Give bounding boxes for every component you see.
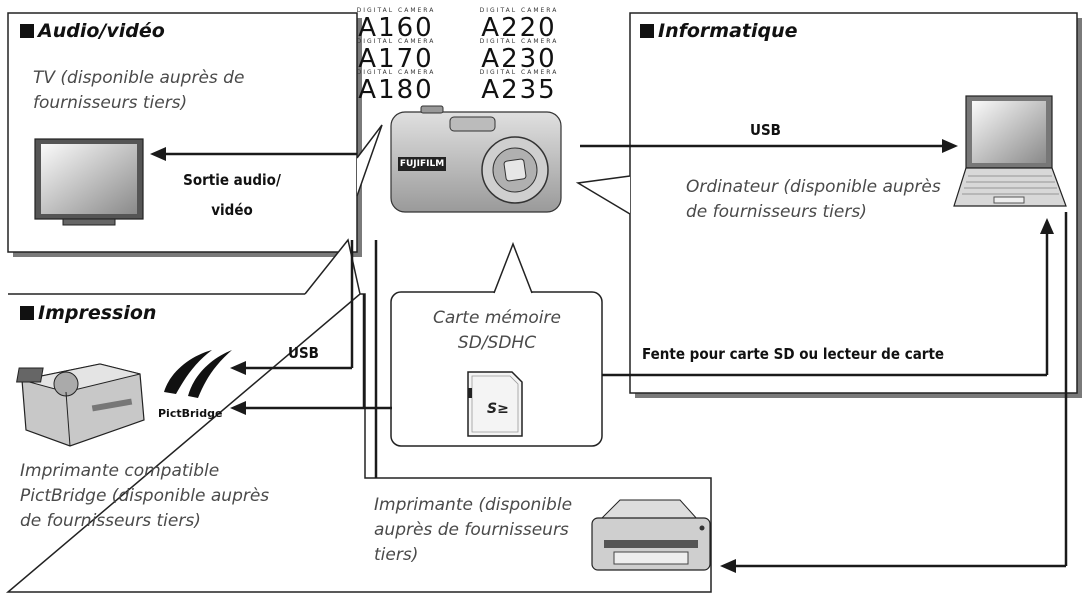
laptop-icon: [953, 95, 1067, 207]
computer-usb-label: USB: [750, 121, 781, 139]
printer-usb-label: USB: [288, 344, 319, 362]
impression-heading: Impression: [20, 302, 156, 324]
inkjet-printer-icon: [591, 499, 711, 571]
wires: [160, 144, 1068, 568]
section-marker: [20, 306, 34, 320]
computer-caption: Ordinateur (disponible auprès de fournis…: [686, 177, 941, 222]
tv-caption: TV (disponible auprès de fournisseurs ti…: [33, 68, 245, 113]
audio-video-heading: Audio/vidéo: [20, 20, 165, 42]
informatique-callout-tail: [575, 175, 631, 215]
pictbridge-printer-icon: [16, 363, 145, 447]
sd-card-logo: S≥: [487, 401, 509, 417]
arrowheads: [150, 139, 1054, 573]
pictbridge-printer-caption: Imprimante compatible PictBridge (dispon…: [20, 461, 270, 531]
pictbridge-logo-text: PictBridge: [158, 407, 223, 420]
impression-box: [5, 293, 712, 593]
impression-callout-tail: [304, 238, 361, 295]
av-out-label: Sortie audio/ vidéo: [183, 171, 281, 219]
sd-card-icon: S≥: [467, 371, 523, 437]
audio-video-callout-tail: [356, 124, 383, 197]
informatique-heading: Informatique: [640, 20, 798, 42]
section-marker: [640, 24, 654, 38]
printer-caption: Imprimante (disponible auprès de fournis…: [374, 495, 573, 565]
section-marker: [20, 24, 34, 38]
pictbridge-logo: [164, 350, 232, 398]
card-slot-label: Fente pour carte SD ou lecteur de carte: [642, 345, 945, 363]
memory-card-callout: [390, 241, 603, 447]
camera-icon: [390, 105, 562, 213]
memory-card-caption: Carte mémoire SD/SDHC: [433, 308, 561, 353]
camera-brand-label: FUJIFILM: [399, 159, 445, 169]
tv-icon: [34, 138, 144, 226]
